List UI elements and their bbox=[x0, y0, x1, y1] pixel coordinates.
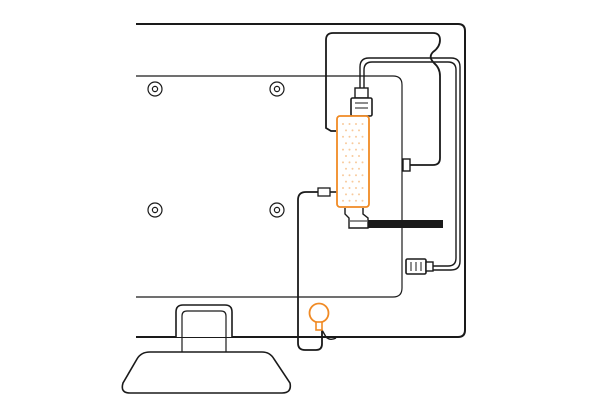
texture-dot bbox=[345, 142, 347, 145]
monitor-back-panel bbox=[136, 75, 403, 298]
texture-dot bbox=[351, 180, 354, 183]
texture-dot bbox=[358, 142, 360, 145]
texture-dot bbox=[342, 161, 344, 164]
adapter-cable bbox=[297, 191, 326, 351]
texture-dot bbox=[342, 148, 344, 151]
texture-dot bbox=[342, 123, 344, 125]
texture-dot bbox=[358, 129, 360, 132]
usb-cable-loop bbox=[325, 32, 441, 166]
texture-dot bbox=[342, 174, 344, 177]
texture-dot bbox=[355, 199, 357, 202]
texture-dot bbox=[345, 180, 347, 183]
texture-dot bbox=[361, 123, 364, 125]
texture-dot bbox=[348, 135, 351, 138]
texture-dot bbox=[361, 199, 364, 202]
power-cable bbox=[368, 220, 443, 228]
texture-dot bbox=[358, 180, 360, 183]
mount-screw-bottom-left bbox=[147, 202, 163, 218]
texture-dot bbox=[351, 155, 354, 157]
texture-dot bbox=[355, 174, 357, 177]
texture-dot bbox=[361, 174, 364, 177]
texture-dot bbox=[345, 155, 347, 157]
texture-dot bbox=[345, 193, 347, 196]
texture-dot bbox=[342, 199, 344, 202]
mount-screw-top-left bbox=[147, 81, 163, 97]
texture-dot bbox=[348, 123, 351, 125]
texture-dot bbox=[348, 199, 351, 202]
hdmi-cable-loop bbox=[359, 57, 461, 271]
texture-dot bbox=[342, 187, 344, 189]
mount-screw-top-right bbox=[269, 81, 285, 97]
texture-dot bbox=[355, 187, 357, 189]
texture-dot bbox=[348, 174, 351, 177]
texture-dot bbox=[361, 187, 364, 189]
monitor-outer-shell bbox=[136, 23, 466, 338]
texture-dot bbox=[358, 167, 360, 170]
texture-dot bbox=[355, 148, 357, 151]
hdmi-plug-top bbox=[350, 87, 373, 117]
texture-dot bbox=[351, 142, 354, 145]
small-plug bbox=[317, 187, 338, 197]
texture-dot bbox=[351, 129, 354, 132]
usb-l-plug bbox=[325, 120, 336, 132]
power-adapter bbox=[308, 302, 330, 331]
texture-dot bbox=[351, 167, 354, 170]
texture-dot bbox=[348, 148, 351, 151]
texture-dot bbox=[361, 148, 364, 151]
texture-dot bbox=[358, 155, 360, 157]
texture-dot bbox=[355, 135, 357, 138]
texture-dot bbox=[361, 135, 364, 138]
texture-dot bbox=[342, 135, 344, 138]
texture-dot bbox=[345, 167, 347, 170]
texture-dot bbox=[345, 129, 347, 132]
texture-dot bbox=[361, 161, 364, 164]
texture-dot bbox=[358, 193, 360, 196]
power-plug bbox=[344, 208, 369, 229]
texture-dot bbox=[351, 193, 354, 196]
mount-screw-bottom-right bbox=[269, 202, 285, 218]
monitor-stand bbox=[121, 304, 292, 394]
hdmi-plug-monitor bbox=[405, 258, 434, 275]
texture-dot bbox=[355, 161, 357, 164]
usb-port-connector bbox=[402, 158, 411, 172]
texture-dot bbox=[348, 161, 351, 164]
texture-dot bbox=[348, 187, 351, 189]
streaming-device bbox=[336, 115, 370, 208]
device-texture bbox=[342, 123, 364, 202]
texture-dot bbox=[355, 123, 357, 125]
